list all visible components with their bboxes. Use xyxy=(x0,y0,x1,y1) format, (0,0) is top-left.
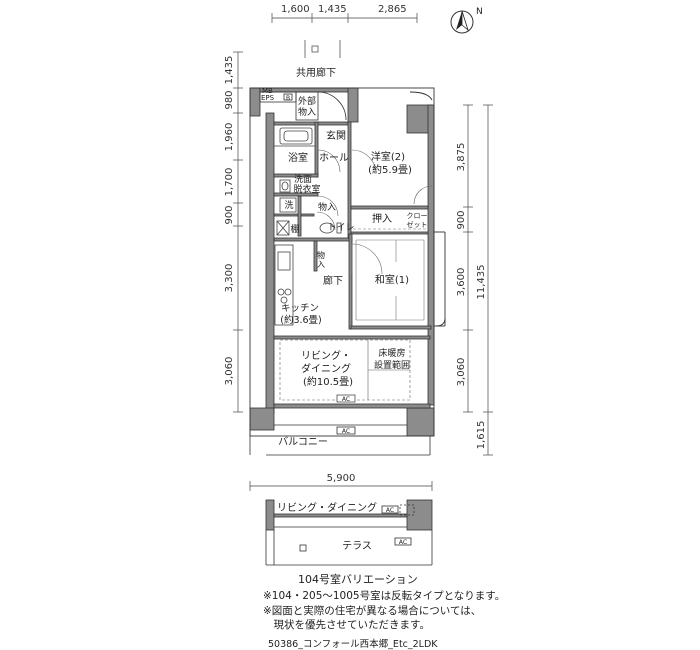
living-label-1: リビング・ xyxy=(301,349,351,362)
washbasin-icon xyxy=(279,179,291,193)
washroom-label-1: 洗面 xyxy=(294,173,312,185)
mb-label: MB xyxy=(262,87,273,95)
outside-storage xyxy=(295,91,347,121)
dim-bottom: 5,900 xyxy=(327,473,356,484)
variation-caption: 104号室バリエーション xyxy=(298,573,418,586)
outside-storage-label-2: 物入 xyxy=(298,106,316,118)
outside-storage-label-1: 外部 xyxy=(298,95,316,107)
var-ac-label-1: AC xyxy=(386,507,394,514)
door-swings xyxy=(316,149,433,275)
dim-right-bottom: 1,615 xyxy=(476,421,487,450)
wash-label: 洗 xyxy=(284,199,293,211)
dim-top-1: 1,600 xyxy=(281,4,310,15)
toilet-label: トイレ xyxy=(327,223,354,233)
compass-label: N xyxy=(476,7,483,17)
floor-heating-label-1: 床暖房 xyxy=(378,347,405,359)
closet-w-label-1: クロー xyxy=(407,212,428,220)
dim-right-total: 11,435 xyxy=(476,265,487,300)
washer-area xyxy=(279,197,297,213)
dim-top-2: 1,435 xyxy=(318,4,347,15)
balcony-label: バルコニー xyxy=(278,436,328,448)
dim-left-1: 1,435 xyxy=(224,56,235,85)
b-label: B xyxy=(286,95,290,102)
bath-fixtures xyxy=(274,127,315,147)
shelf-label: 棚 xyxy=(290,223,299,235)
storage-label: 物入 xyxy=(318,201,336,213)
shelf-icon xyxy=(276,220,290,236)
hall-label: ホール xyxy=(319,152,349,164)
kitchen-label-2: (約3.6畳) xyxy=(280,314,322,326)
floor-heating-label-2: 設置範囲 xyxy=(374,359,410,371)
closet-label: 押入 xyxy=(372,212,392,225)
note-line-3: 現状を優先させていただきます。 xyxy=(263,619,430,631)
bottom-dimension-line xyxy=(249,481,433,491)
kitchen-counter xyxy=(274,244,294,326)
variation-plan: AC AC リビング・ダイニング テラス xyxy=(265,499,433,566)
ac-label-2: AC xyxy=(342,428,350,435)
bath-label: 浴室 xyxy=(288,151,308,164)
balcony xyxy=(249,424,431,456)
outer-outline xyxy=(249,87,446,437)
tatami-lines xyxy=(355,239,425,321)
living-label-3: (約10.5畳) xyxy=(303,375,353,388)
dim-right-1: 3,875 xyxy=(456,143,467,172)
dim-left-2: 980 xyxy=(224,90,235,109)
dim-left-4: 1,700 xyxy=(224,168,235,197)
entrance-label: 玄関 xyxy=(326,129,346,142)
left-dimension-lines xyxy=(233,51,243,413)
dim-left-6: 3,300 xyxy=(224,264,235,293)
right-dimension-labels: 3,875 900 3,600 3,060 11,435 1,615 xyxy=(456,143,487,450)
terrace-label: テラス xyxy=(342,540,372,552)
top-dimension-lines xyxy=(271,13,418,23)
western-room-label-2: (約5.9畳) xyxy=(368,163,412,176)
kitchen-label-1: キッチン xyxy=(281,303,319,314)
dim-right-2: 900 xyxy=(456,210,467,229)
washroom-label-2: 脱衣室 xyxy=(293,183,320,195)
footer-code: 50386_コンフォール西本郷_Etc_2LDK xyxy=(268,639,438,650)
western-room-label-1: 洋室(2) xyxy=(371,150,405,163)
left-dimension-labels: 1,435 980 1,960 1,700 900 3,300 3,060 xyxy=(224,56,235,386)
walls xyxy=(249,87,435,437)
north-compass-icon xyxy=(450,10,474,34)
dim-right-3: 3,600 xyxy=(456,268,467,297)
closet-w-label-2: ゼット xyxy=(407,220,428,229)
dim-left-3: 1,960 xyxy=(224,123,235,152)
storage2-label-2: 入 xyxy=(317,260,325,269)
note-line-1: ※104・205～1005号室は反転タイプとなります。 xyxy=(263,590,506,602)
right-dimension-lines xyxy=(463,104,493,456)
dim-top-3: 2,865 xyxy=(378,4,407,15)
living-label-2: ダイニング xyxy=(301,362,351,375)
hallway-label: 廊下 xyxy=(323,274,343,287)
note-line-2: ※図面と実際の住宅が異なる場合については、 xyxy=(263,605,482,617)
var-living-label: リビング・ダイニング xyxy=(277,501,377,514)
dim-left-7: 3,060 xyxy=(224,357,235,386)
shared-corridor-label: 共用廊下 xyxy=(296,66,336,79)
japanese-room-label: 和室(1) xyxy=(375,273,409,286)
dim-right-4: 3,060 xyxy=(456,358,467,387)
shared-corridor xyxy=(304,40,341,58)
storage2-label-1: 物 xyxy=(317,250,325,260)
toilet-icon xyxy=(319,222,342,234)
var-ac-label-2: AC xyxy=(399,539,407,546)
dim-left-5: 900 xyxy=(224,205,235,224)
ac-label-1: AC xyxy=(342,396,350,403)
ac-box-1 xyxy=(336,394,356,403)
eps-label: EPS xyxy=(261,94,275,102)
